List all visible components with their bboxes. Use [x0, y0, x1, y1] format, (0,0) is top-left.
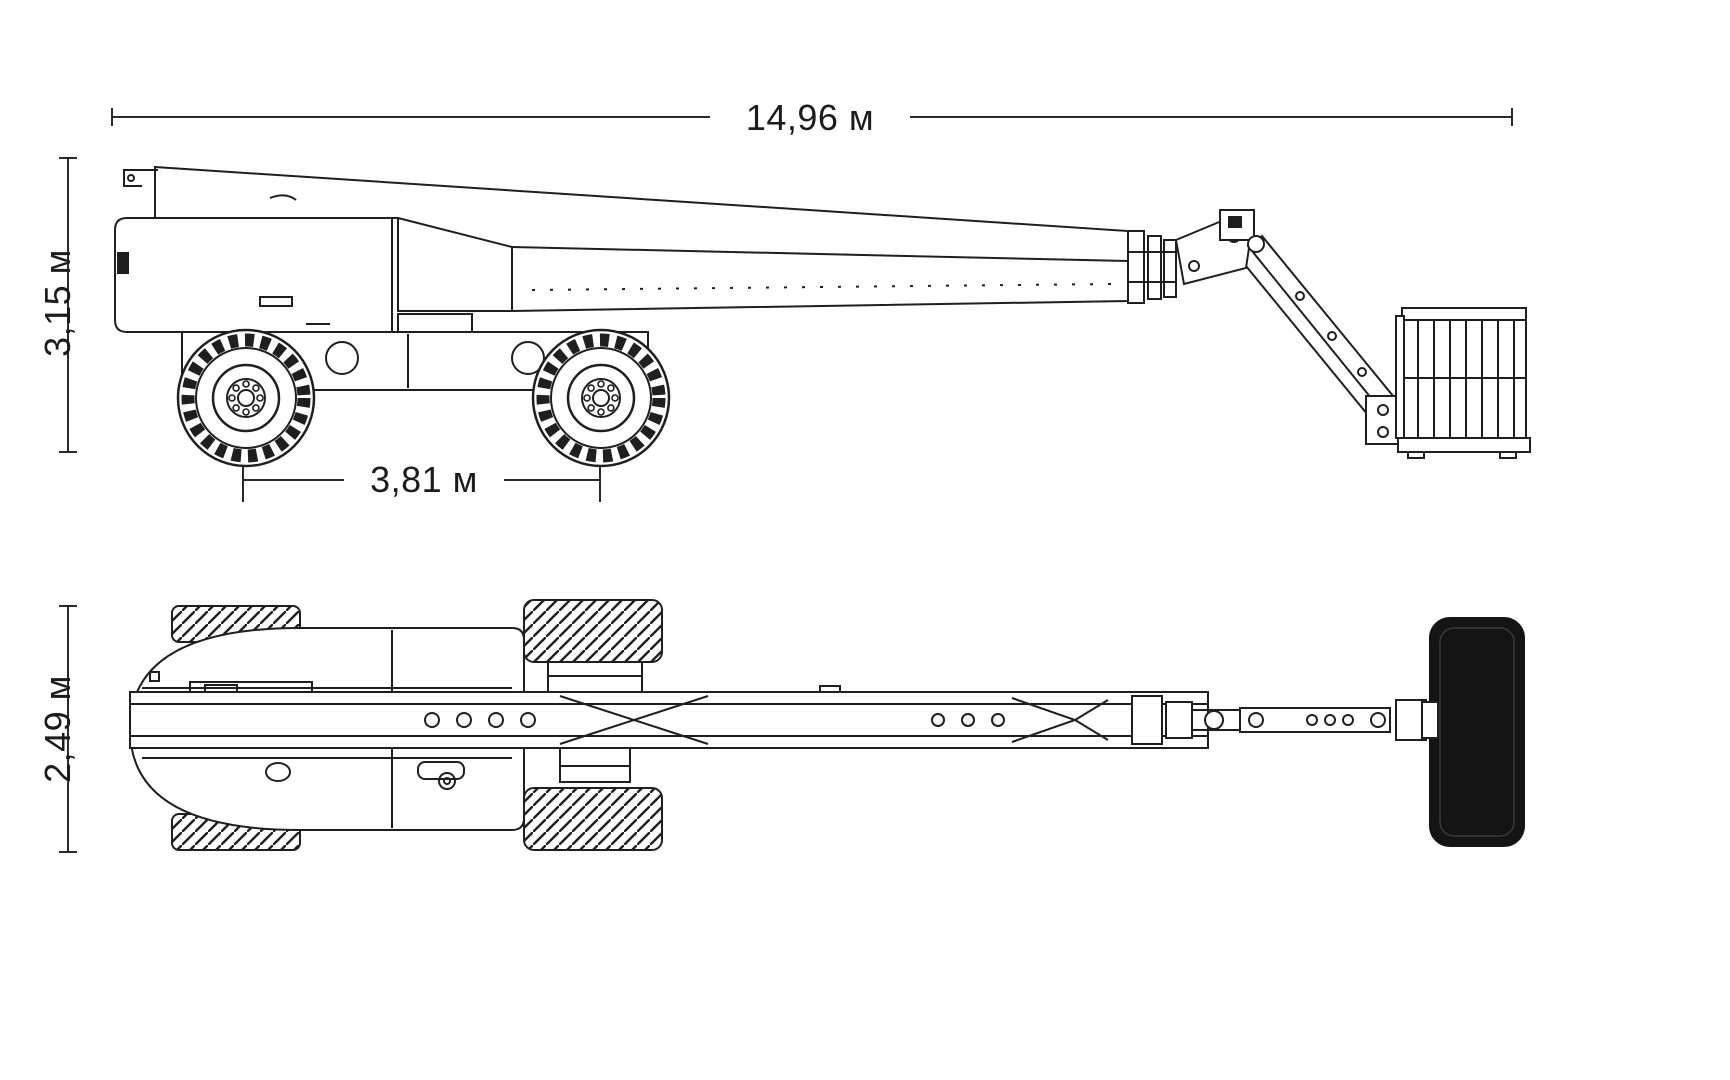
basket-foot — [1407, 451, 1425, 459]
jib-linkage — [1174, 209, 1255, 286]
jib-arm — [1245, 234, 1400, 421]
dimension-label-overall-width: 2,49 м — [37, 675, 78, 783]
boom-head — [1127, 230, 1177, 304]
latch-detail — [117, 252, 129, 274]
boom-hook-detail — [269, 194, 297, 201]
tire-front-right — [523, 787, 663, 851]
top-view — [128, 599, 1525, 851]
tire-front-left — [523, 599, 663, 663]
platform-inner-edge — [1439, 627, 1515, 837]
basket-floor — [1397, 437, 1531, 453]
side-view — [114, 165, 1531, 466]
hatch-detail — [259, 296, 293, 307]
engine-box-top-view — [547, 661, 643, 783]
turntable — [397, 313, 473, 333]
boom-head-top-view — [1131, 695, 1240, 745]
counterweight-turret — [114, 217, 393, 333]
boom-tab — [819, 685, 841, 693]
body-port — [265, 762, 291, 782]
platform-mount-side — [1365, 395, 1401, 445]
body-detail — [417, 761, 465, 780]
body-port — [443, 777, 451, 785]
dimension-label-wheelbase: 3,81 м — [344, 458, 504, 502]
front-wheel-side — [533, 330, 669, 466]
body-detail — [149, 671, 160, 682]
basket-gate — [1395, 315, 1405, 439]
boom-tail-bracket — [123, 169, 158, 187]
dimension-label-overall-height: 3,15 м — [37, 249, 78, 357]
basket-foot — [1499, 451, 1517, 459]
rear-wheel-side — [178, 330, 314, 466]
work-platform-side — [1395, 307, 1531, 459]
dimension-overall-height — [59, 157, 77, 453]
dimension-label-overall-length: 14,96 м — [710, 96, 910, 140]
jib-top-view — [1239, 707, 1391, 733]
boom-section-chevron — [1073, 699, 1109, 741]
boom-top-view — [129, 683, 1209, 749]
chassis-hole — [325, 341, 359, 375]
dimension-overall-width — [59, 605, 77, 853]
body-port — [438, 772, 456, 790]
pivot-block — [1228, 216, 1242, 228]
platform-connector — [1421, 701, 1439, 739]
work-platform-top-view — [1421, 617, 1525, 847]
boom-section-chevron — [630, 695, 709, 745]
chassis-hole — [511, 341, 545, 375]
